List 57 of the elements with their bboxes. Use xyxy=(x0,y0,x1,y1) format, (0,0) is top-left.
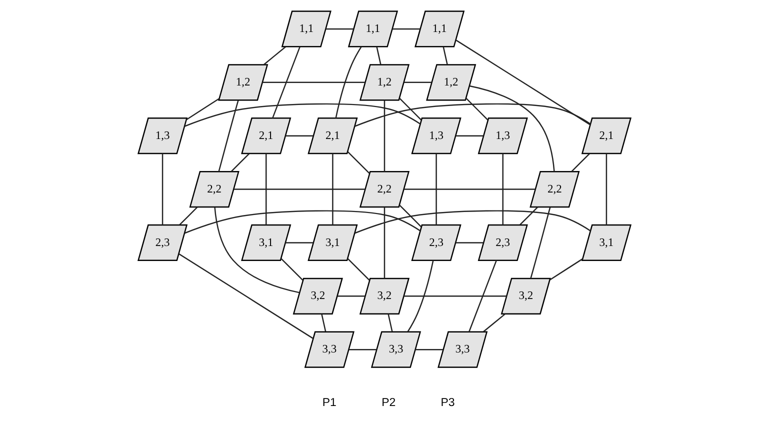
connector xyxy=(455,135,483,136)
connector xyxy=(605,154,607,226)
connector xyxy=(178,206,198,226)
connector xyxy=(468,260,496,332)
connector xyxy=(280,258,303,281)
connector xyxy=(383,100,385,172)
connector xyxy=(415,348,443,350)
connector xyxy=(455,40,590,126)
connector xyxy=(214,207,299,294)
connector xyxy=(320,314,326,332)
connector xyxy=(404,82,432,84)
label: P2 xyxy=(381,397,396,410)
connector xyxy=(354,103,590,127)
connector xyxy=(230,153,250,172)
connector xyxy=(403,296,506,297)
connector xyxy=(465,98,488,120)
connector xyxy=(376,46,381,65)
connector xyxy=(348,348,376,350)
connector xyxy=(233,188,365,190)
label: P1 xyxy=(322,397,336,410)
connector xyxy=(325,28,353,30)
connector xyxy=(435,154,436,226)
connector xyxy=(387,314,392,332)
label: P3 xyxy=(440,397,454,410)
connector xyxy=(346,258,370,281)
connector xyxy=(285,242,313,244)
connector xyxy=(455,242,483,244)
connector xyxy=(530,207,550,278)
connector xyxy=(336,296,364,297)
connector xyxy=(161,154,163,226)
connector xyxy=(262,46,286,66)
connector xyxy=(482,313,506,332)
connector xyxy=(502,154,503,226)
connector xyxy=(346,151,370,174)
connector xyxy=(406,260,434,332)
connector xyxy=(549,258,582,280)
connector xyxy=(184,103,420,127)
connector xyxy=(442,46,448,65)
connector xyxy=(334,46,362,118)
connector xyxy=(383,207,385,278)
connector xyxy=(184,210,420,234)
connector xyxy=(178,253,313,339)
connector xyxy=(285,135,313,136)
connector xyxy=(262,82,365,84)
connector xyxy=(186,98,219,120)
connector xyxy=(519,206,538,226)
connector xyxy=(469,85,554,172)
connector xyxy=(265,154,266,226)
connector xyxy=(398,204,422,228)
connector xyxy=(332,154,333,226)
connector xyxy=(272,46,300,118)
connector xyxy=(570,153,590,172)
connector xyxy=(354,210,590,234)
connector xyxy=(218,100,238,172)
connector xyxy=(398,98,422,120)
connector xyxy=(392,28,420,30)
connector xyxy=(404,188,535,190)
